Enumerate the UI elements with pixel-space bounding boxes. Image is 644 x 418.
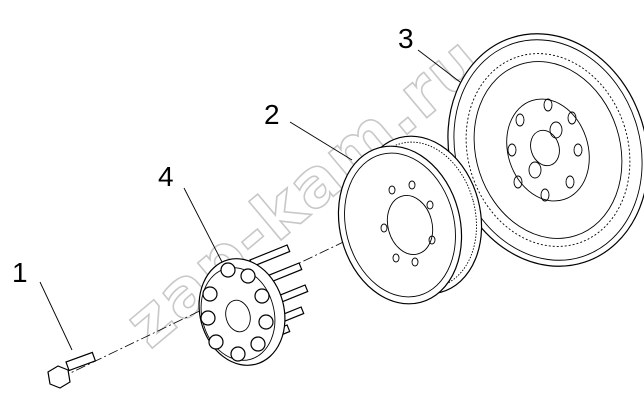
flange-bolt-heads [200,262,274,362]
bolt-head [47,365,71,389]
flange-center-bore [225,299,251,333]
part-2-pulley [337,135,483,305]
part-1-bolt [47,351,97,389]
leader-line-4 [183,187,223,263]
pulley-front-face [337,145,463,305]
callout-1: 1 [12,257,28,288]
leader-line-1 [39,281,73,351]
leader-line-3 [417,49,461,83]
callout-2: 2 [264,99,280,130]
flywheel-center-bore [530,129,560,167]
center-axis-line [59,137,561,379]
callout-4: 4 [158,161,174,192]
pulley-hub [386,195,434,255]
bolt-shank [65,351,97,372]
part-4-flange [198,244,309,366]
callout-3: 3 [398,23,414,54]
pulley-bolt-holes [380,180,436,267]
flywheel-teeth [465,53,631,247]
flywheel-hub [506,98,590,202]
flywheel-bolt-holes [507,98,583,202]
leader-line-2 [289,121,353,161]
